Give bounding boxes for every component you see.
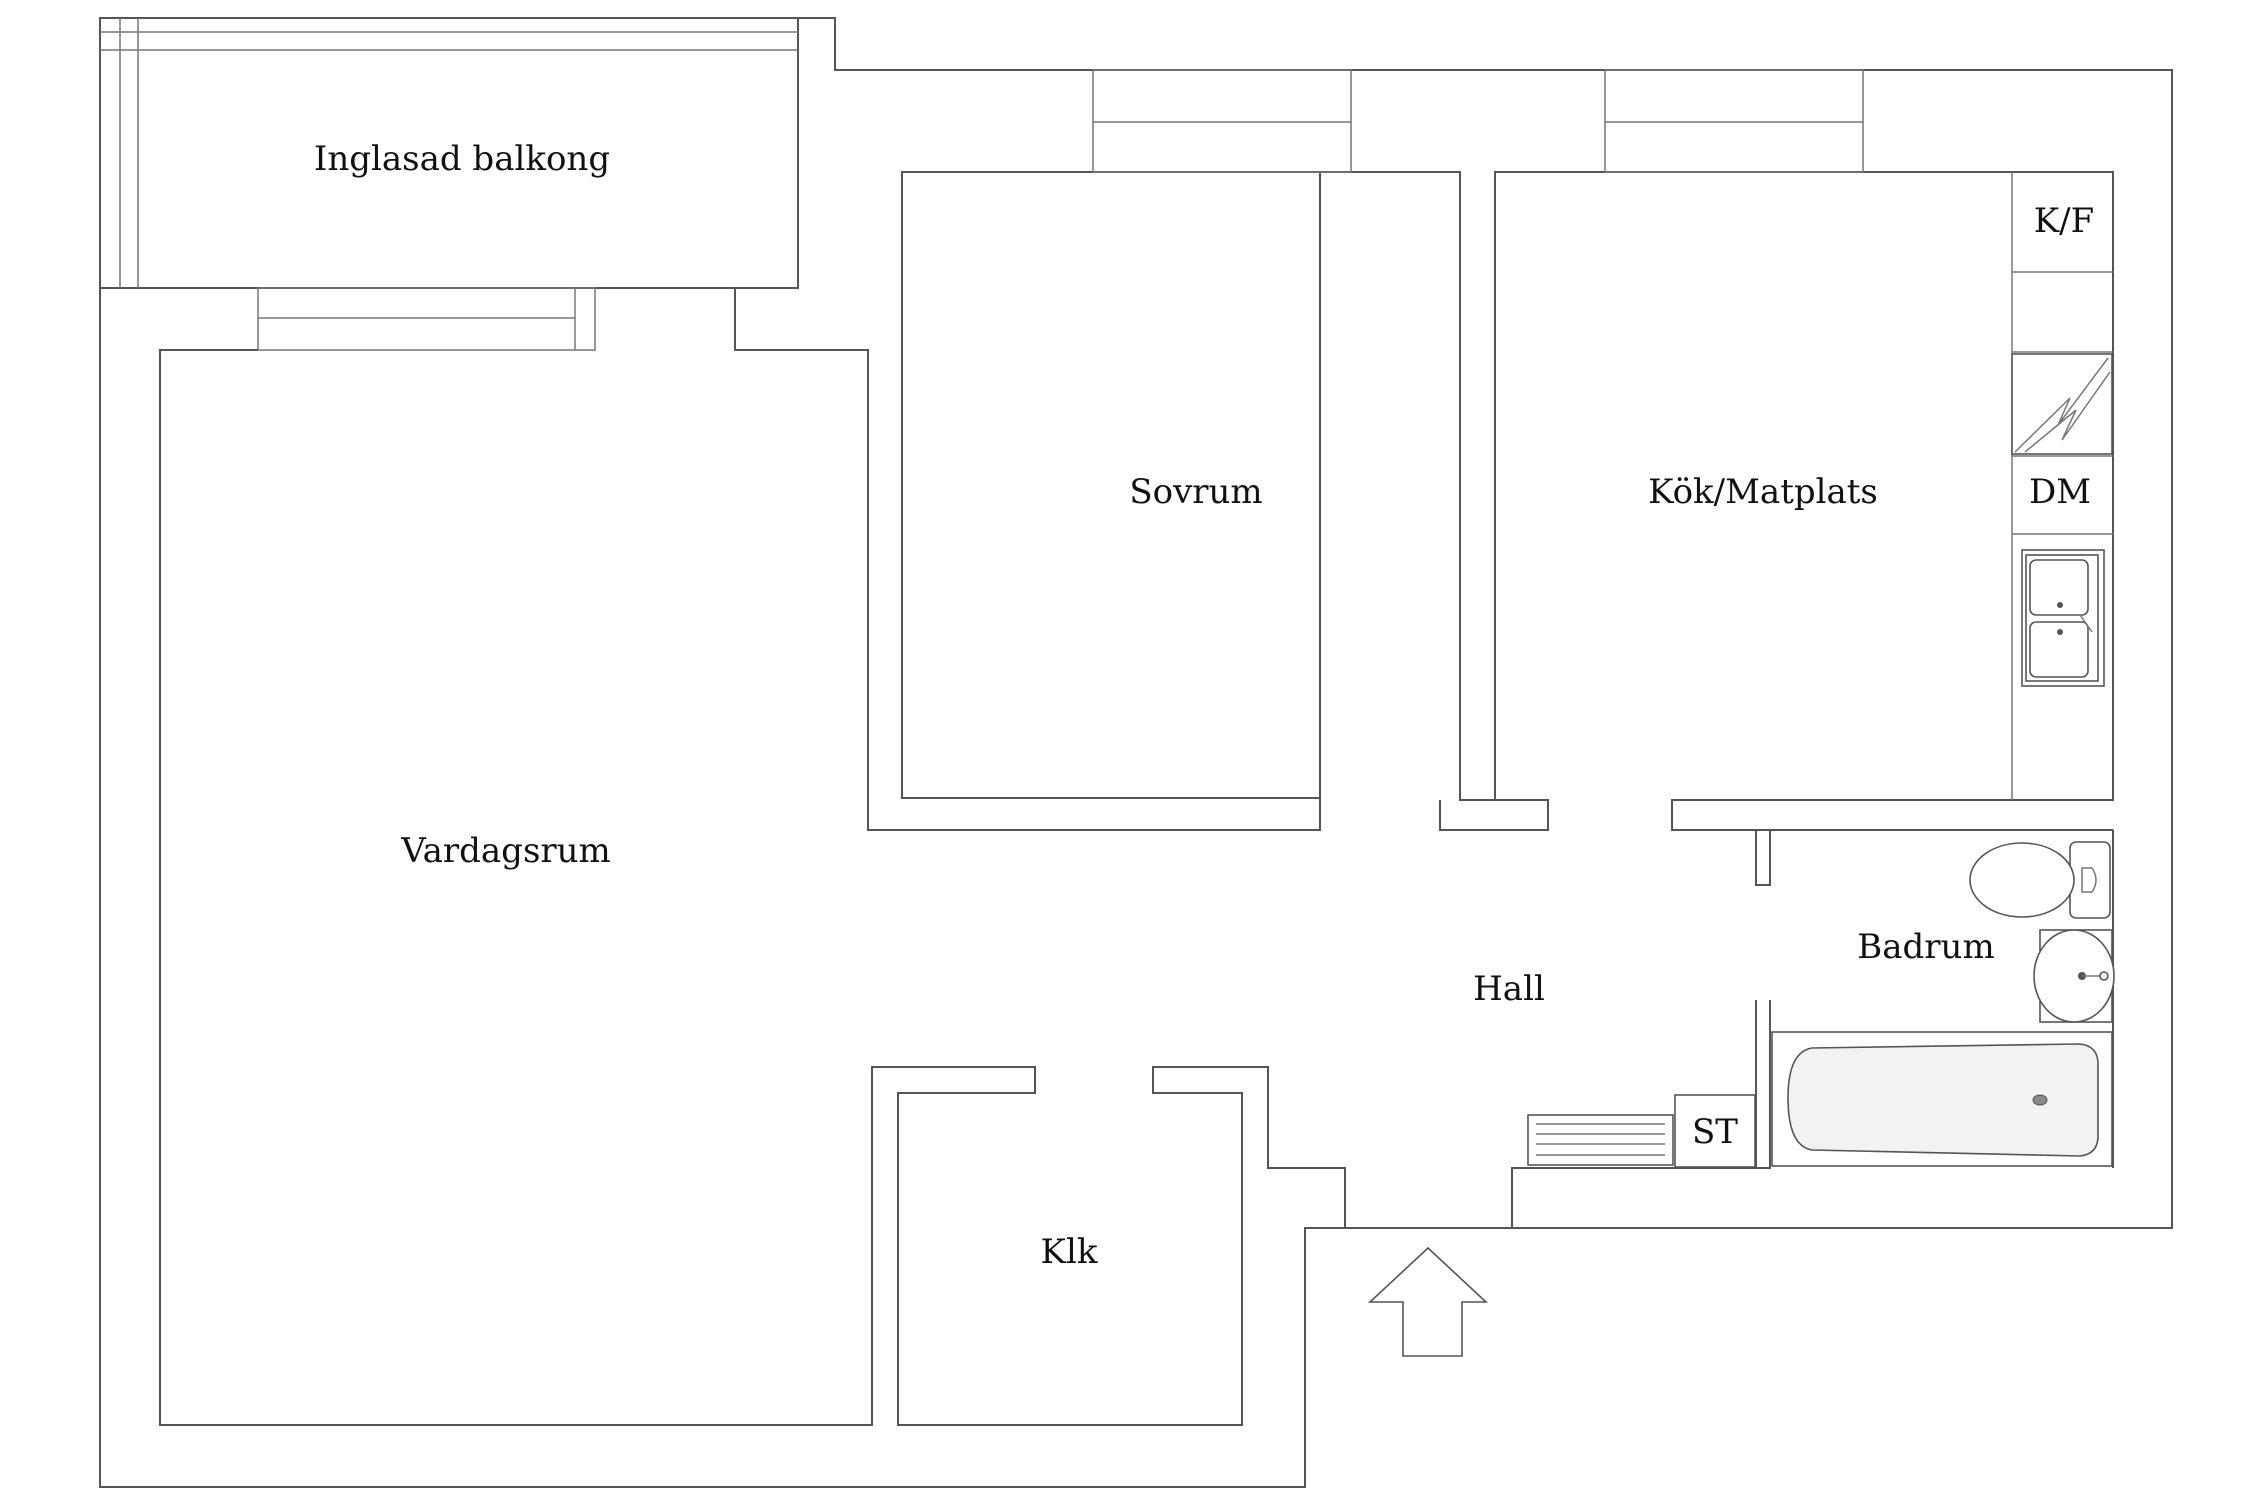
fixture-label-fridge-freezer: K/F bbox=[2034, 201, 2094, 241]
kitchen bbox=[1494, 69, 2114, 831]
entrance-arrow-icon bbox=[1367, 1246, 1489, 1357]
room-label-living: Vardagsrum bbox=[400, 831, 611, 871]
room-label-hall: Hall bbox=[1473, 969, 1545, 1009]
bathroom bbox=[1511, 830, 2114, 1228]
balcony bbox=[99, 17, 799, 351]
living-room-wall bbox=[734, 288, 1321, 831]
bathtub-icon bbox=[1771, 1031, 2113, 1167]
bedroom bbox=[901, 69, 1549, 831]
washbasin-icon bbox=[2033, 929, 2115, 1023]
room-label-kitchen: Kök/Matplats bbox=[1648, 472, 1878, 512]
fixture-label-dishwasher: DM bbox=[2029, 472, 2091, 512]
fixture-label-storage: ST bbox=[1692, 1112, 1738, 1152]
room-label-bathroom: Badrum bbox=[1857, 927, 1994, 967]
room-label-balcony: Inglasad balkong bbox=[314, 139, 610, 179]
stove-icon bbox=[2011, 353, 2113, 455]
closet bbox=[897, 1066, 1346, 1426]
outer-wall bbox=[99, 17, 2173, 1488]
toilet-icon bbox=[1969, 841, 2111, 919]
kitchen-sink-icon bbox=[2021, 549, 2105, 687]
storage bbox=[1674, 1094, 1756, 1168]
room-label-bedroom: Sovrum bbox=[1129, 472, 1262, 512]
living-room-wall-outer bbox=[159, 349, 1036, 1426]
radiator-icon bbox=[1527, 1114, 1674, 1166]
room-label-closet: Klk bbox=[1041, 1232, 1098, 1272]
